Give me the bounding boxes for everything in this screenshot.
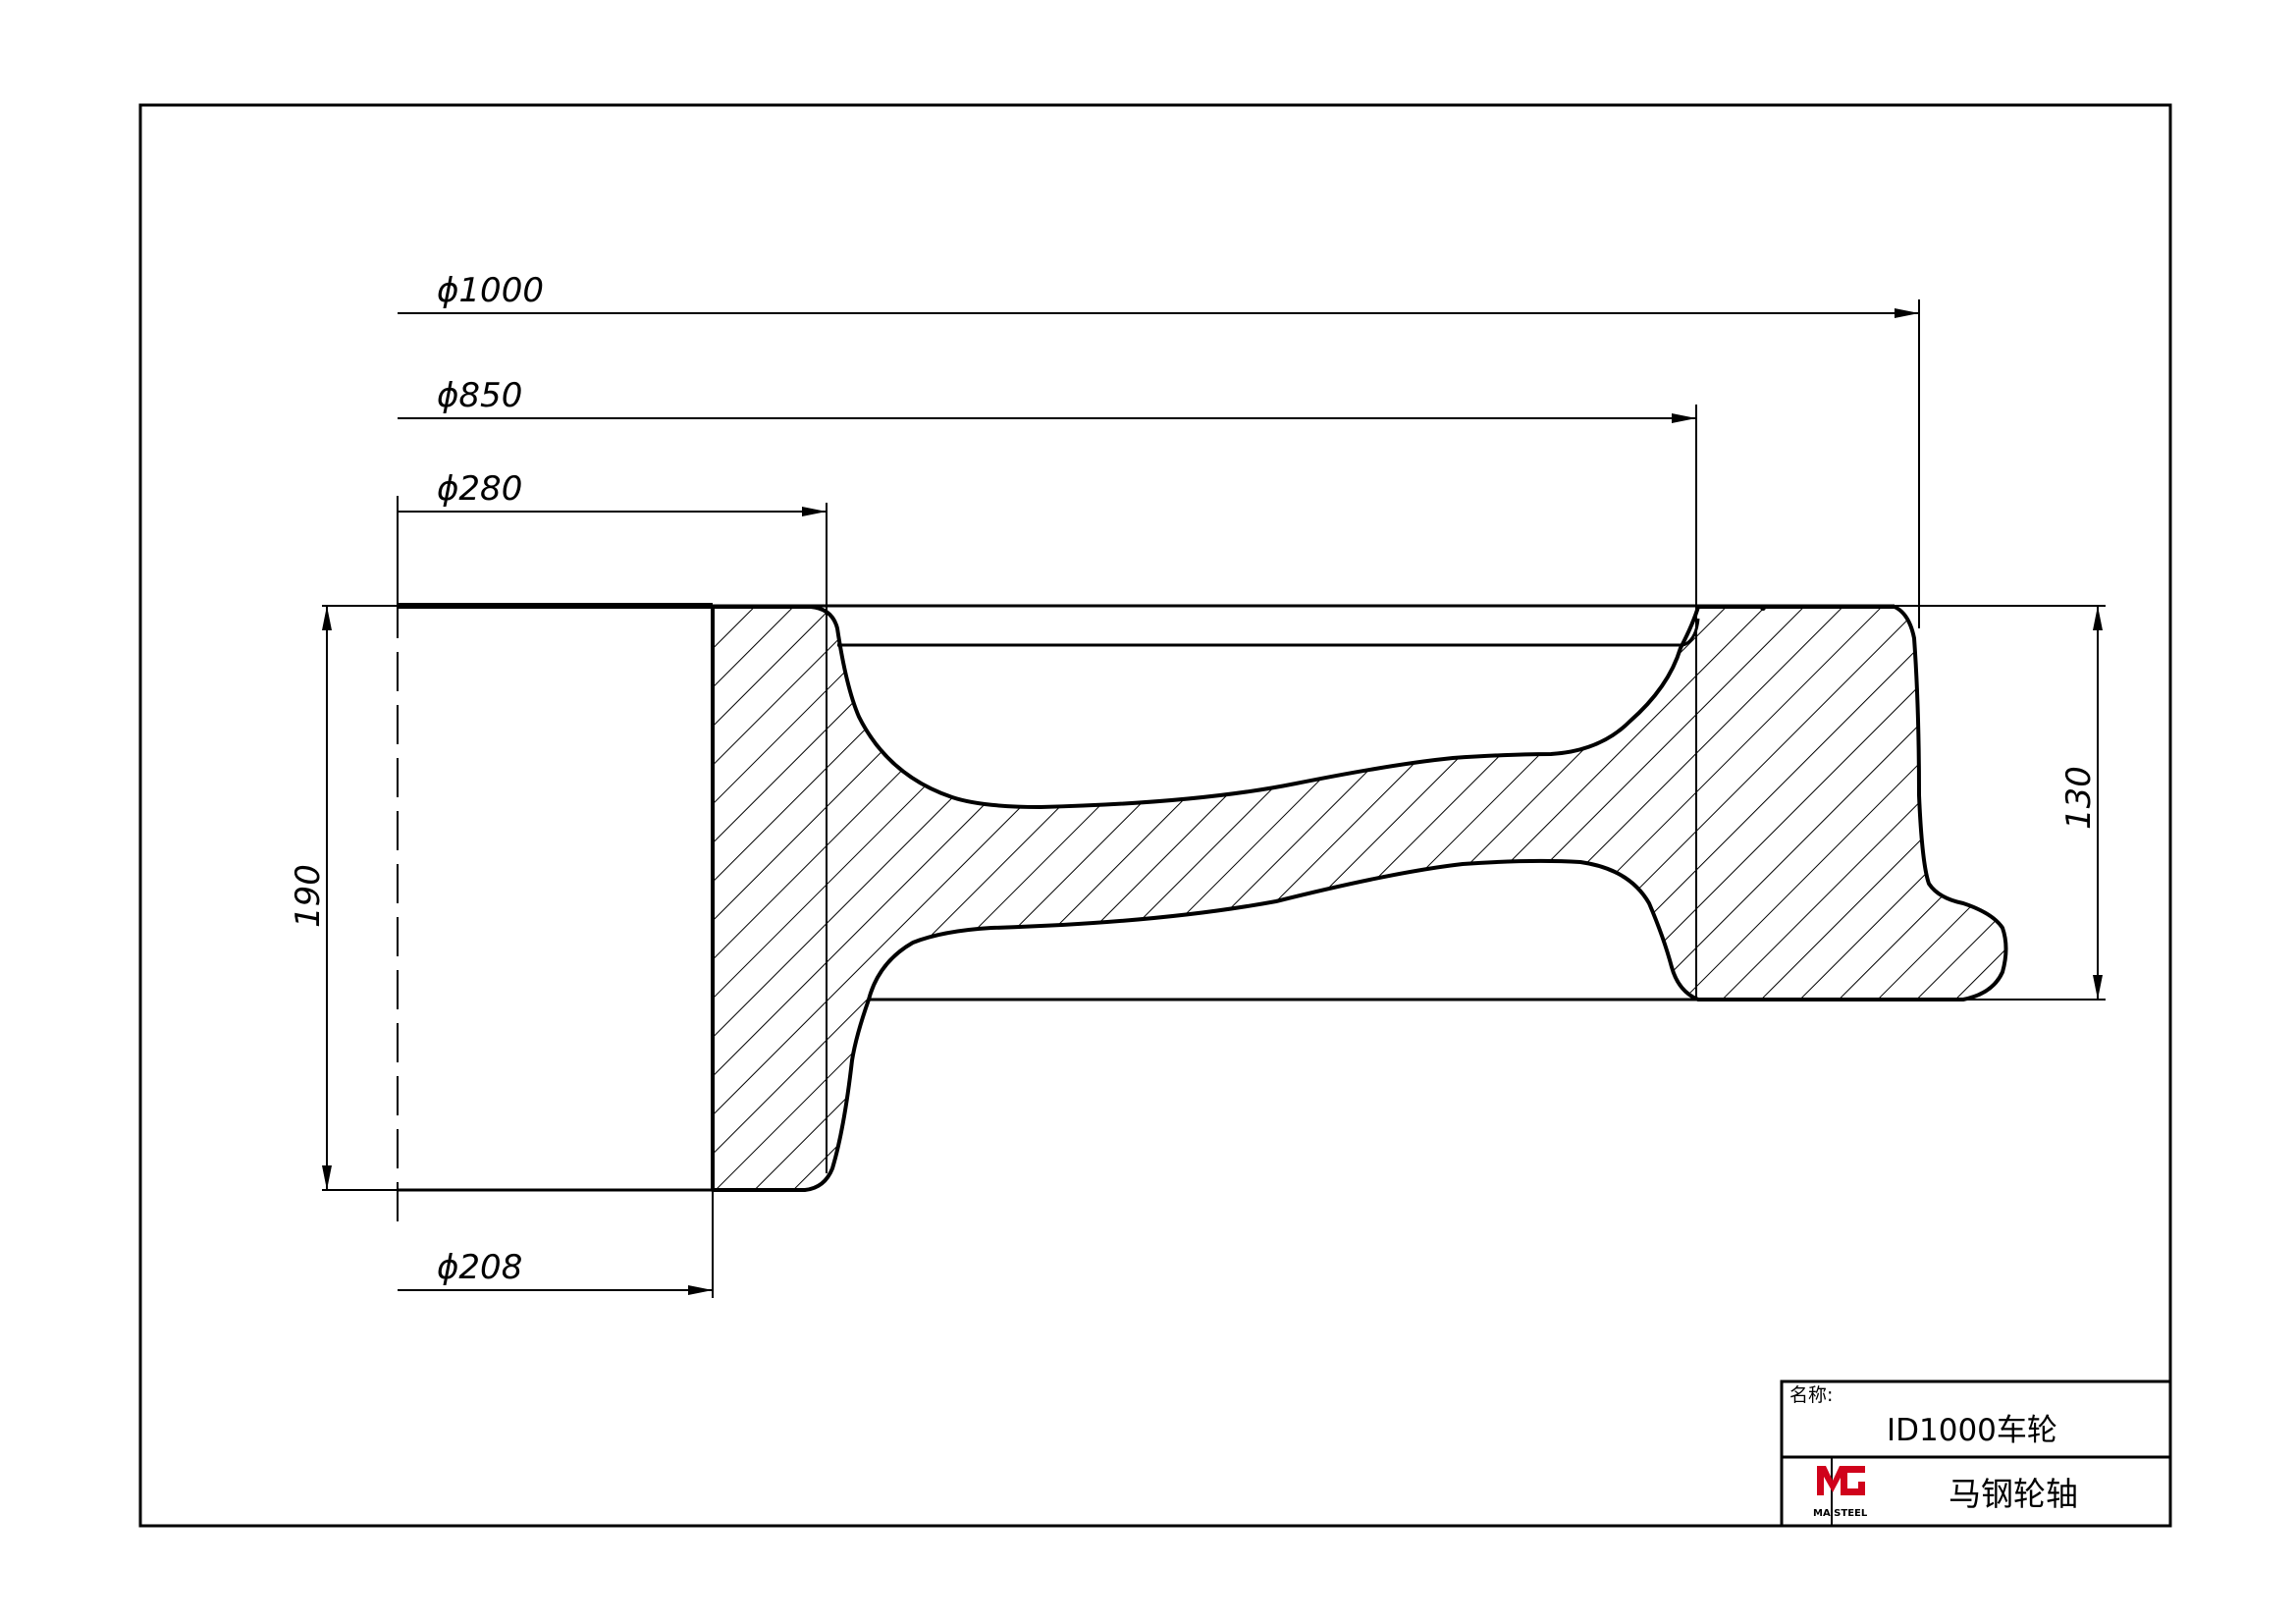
inner-face-corner: [1682, 618, 1700, 647]
dim-1000-label: ϕ1000: [437, 271, 544, 310]
rim-dot: [1760, 605, 1766, 611]
dim-280-label: ϕ280: [437, 469, 522, 509]
dim-130-label: 130: [2059, 766, 2099, 830]
dim-850-arrow: [1672, 413, 1696, 423]
wheel-cross-section: [711, 605, 2008, 1192]
drawing-border: [138, 103, 2172, 1528]
title-block-company: 马钢轮轴: [1949, 1475, 2078, 1513]
title-block: 名称: ID1000车轮 马钢轮轴 MA STEEL: [1780, 1380, 2172, 1528]
title-block-part-name: ID1000车轮: [1887, 1413, 2057, 1448]
dim-208-label: ϕ208: [437, 1248, 522, 1287]
ma-steel-logo: MA STEEL: [1813, 1466, 1868, 1519]
dim-190-arrow-bottom: [322, 1165, 332, 1190]
dim-1000-arrow: [1895, 308, 1919, 318]
dim-208-arrow: [688, 1285, 713, 1295]
dim-130-arrow-top: [2093, 606, 2103, 630]
logo-text: MA STEEL: [1813, 1508, 1868, 1519]
dim-130-arrow-bottom: [2093, 975, 2103, 1000]
title-block-name-label: 名称:: [1789, 1384, 1833, 1406]
dim-190-label: 190: [289, 864, 328, 928]
dim-190-arrow-top: [322, 606, 332, 630]
dim-850-label: ϕ850: [437, 376, 522, 415]
dim-280-arrow: [802, 507, 827, 516]
